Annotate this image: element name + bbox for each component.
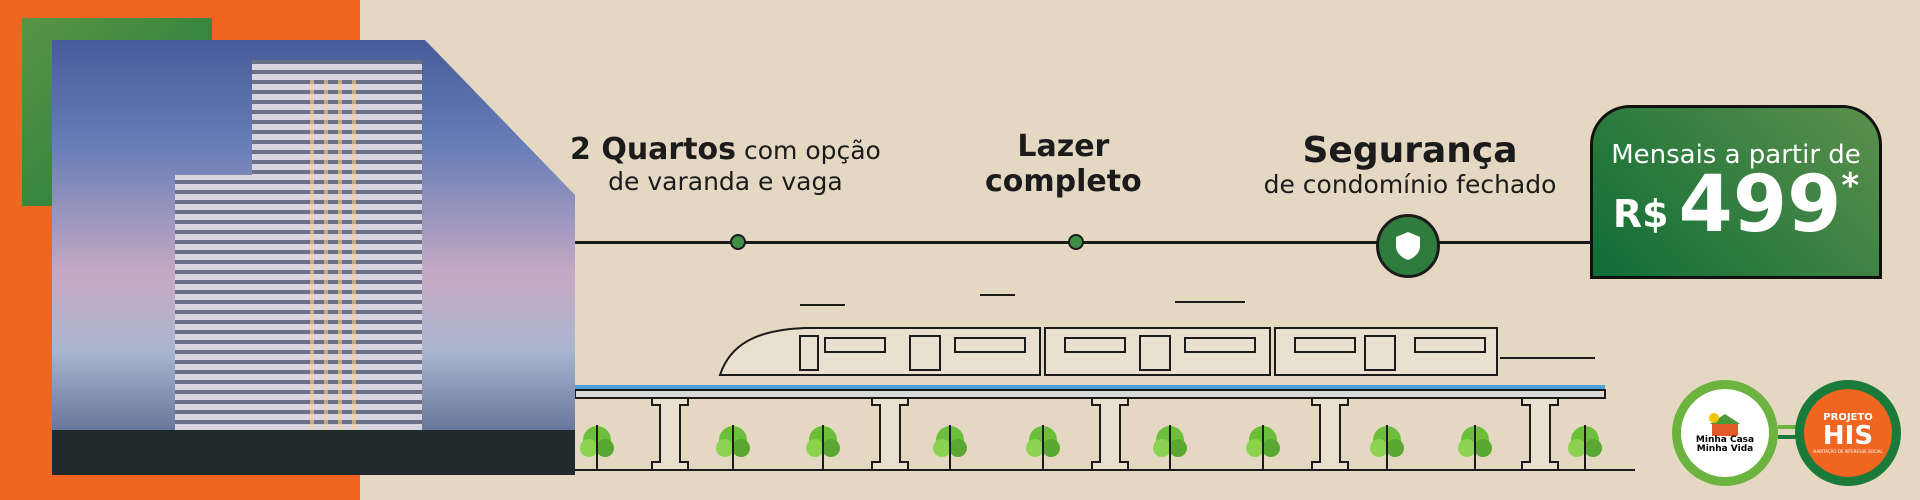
tree-icon xyxy=(1153,425,1187,470)
projeto-his-logo: PROJETO HIS HABITAÇÃO DE INTERESSE SOCIA… xyxy=(1795,380,1901,486)
building-photo xyxy=(52,40,575,475)
feature-lazer: Lazer completo xyxy=(985,129,1142,199)
tree-icon xyxy=(1026,425,1060,470)
tree-icon xyxy=(1246,425,1280,470)
feature-title: Lazer xyxy=(1017,129,1110,164)
tower-back xyxy=(175,175,255,470)
pillar xyxy=(651,397,689,471)
tree-icon xyxy=(716,425,750,470)
feature-subtitle: de varanda e vaga xyxy=(608,166,843,196)
feature-quartos: 2 Quartos com opção de varanda e vaga xyxy=(570,132,881,196)
house-icon xyxy=(1709,413,1740,436)
feature-text: com opção xyxy=(736,136,881,165)
minha-casa-minha-vida-logo: Minha Casa Minha Vida xyxy=(1672,380,1778,486)
train-illustration xyxy=(575,294,1635,471)
price-asterisk: * xyxy=(1841,166,1860,206)
logo-connector xyxy=(1778,425,1798,429)
timeline-dot xyxy=(730,234,746,250)
tree-icon xyxy=(933,425,967,470)
tree-icon xyxy=(1370,425,1404,470)
price-value: 499 xyxy=(1678,160,1842,250)
tree-icon xyxy=(1568,425,1602,470)
feature-title: 2 Quartos xyxy=(570,132,737,167)
feature-subtitle: de condomínio fechado xyxy=(1263,170,1557,200)
feature-title: Segurança xyxy=(1302,130,1518,171)
mcmv-text: Minha Casa Minha Vida xyxy=(1695,435,1755,454)
pillar xyxy=(871,397,909,471)
tree-icon xyxy=(1458,425,1492,470)
tree-icon xyxy=(806,425,840,470)
price-label: Mensais a partir de xyxy=(1611,140,1861,170)
timeline-dot xyxy=(1068,234,1084,250)
trees-foreground xyxy=(52,430,575,475)
feature-seguranca: Segurança de condomínio fechado xyxy=(1245,130,1575,200)
pillar xyxy=(1311,397,1349,471)
his-bottom-text: HABITAÇÃO DE INTERESSE SOCIAL xyxy=(1813,449,1883,454)
shield-badge xyxy=(1376,214,1440,278)
feature-subtitle: completo xyxy=(985,163,1142,199)
his-top-text: PROJETO xyxy=(1823,412,1873,423)
price-currency: R$ xyxy=(1612,192,1669,236)
tower-windows xyxy=(300,80,360,460)
shield-icon xyxy=(1396,232,1420,260)
his-text: HIS xyxy=(1822,421,1874,451)
train-windows xyxy=(799,335,1486,371)
pillar xyxy=(1091,397,1129,471)
tree-icon xyxy=(580,425,614,470)
price-box: Mensais a partir de R$ 499 * xyxy=(1590,105,1882,279)
pillar xyxy=(1521,397,1559,471)
